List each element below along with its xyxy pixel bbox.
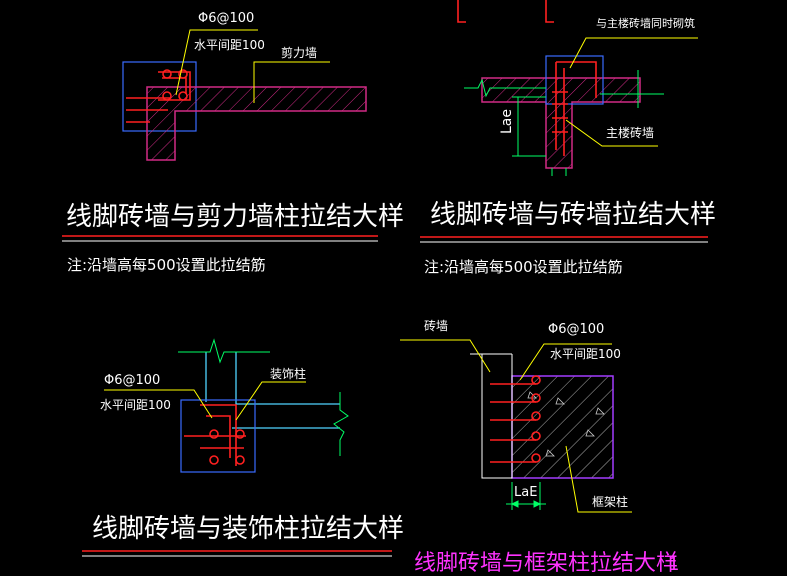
detail-title: 线脚砖墙与剪力墙柱拉结大样 — [66, 202, 404, 232]
shear-wall-section — [146, 86, 367, 161]
detail-title: 线脚砖墙与框架柱拉结大样 — [414, 551, 678, 576]
hook-rebar-icon — [126, 69, 191, 123]
column-outline — [545, 55, 604, 105]
dimension-arrow-icon — [506, 482, 546, 510]
wall-leader — [253, 61, 330, 103]
dim-label: LaE — [514, 485, 537, 500]
hook-rebar-icon — [490, 375, 541, 463]
spacing-label: 水平间距100 — [550, 347, 621, 361]
rebar-leader — [519, 343, 612, 381]
detail-note: 注:沿墙高每500设置此拉结筋 — [424, 258, 623, 276]
column-outline — [180, 399, 256, 473]
detail-index: 1 — [668, 554, 679, 575]
rebar-spec: Φ6@100 — [548, 322, 604, 337]
break-line-icon — [178, 338, 349, 456]
detail-decor-column: Φ6@100 水平间距100 装饰柱 线脚砖墙与装饰柱拉结大样 — [82, 338, 404, 557]
rebar-leader — [104, 389, 213, 419]
hook-rebar-icon — [184, 404, 246, 466]
brick-label: 砖墙 — [424, 318, 448, 333]
detail-title: 线脚砖墙与装饰柱拉结大样 — [92, 514, 404, 544]
hook-rebar-icon — [552, 61, 597, 156]
detail-frame-column: 砖墙 Φ6@100 水平间距100 LaE 框架柱 线脚砖墙与框架柱拉结大样 1 — [400, 318, 679, 576]
rebar-spec: Φ6@100 — [104, 373, 160, 388]
frame-label: 框架柱 — [592, 494, 628, 509]
pour-leader — [569, 37, 698, 69]
detail-title: 线脚砖墙与砖墙拉结大样 — [430, 200, 716, 230]
column-leader — [235, 381, 306, 421]
brick-wall-section — [481, 77, 641, 169]
spacing-label: 水平间距100 — [194, 38, 265, 52]
detail-shear-wall: Φ6@100 水平间距100 剪力墙 线脚砖墙与剪力墙柱拉结大样 注:沿墙高每5… — [62, 11, 404, 274]
brick-leader — [400, 339, 491, 373]
frame-column-section — [511, 375, 614, 479]
main-wall-label: 主楼砖墙 — [606, 125, 654, 140]
rebar-spec: Φ6@100 — [198, 11, 254, 26]
pour-label: 与主楼砖墙同时砌筑 — [596, 16, 695, 30]
column-label: 装饰柱 — [270, 366, 306, 381]
break-line-icon — [464, 70, 664, 176]
frame-leader — [565, 445, 632, 513]
rebar-leader — [175, 29, 258, 96]
spacing-label: 水平间距100 — [100, 398, 171, 412]
top-rebar-hooks — [457, 0, 554, 23]
detail-brick-wall: Lae 与主楼砖墙同时砌筑 主楼砖墙 线脚砖墙与砖墙拉结大样 注:沿墙高每500… — [420, 0, 716, 276]
detail-note: 注:沿墙高每500设置此拉结筋 — [67, 256, 266, 274]
dim-label: Lae — [499, 109, 515, 134]
dimension-arrow-icon — [512, 96, 546, 157]
wall-label: 剪力墙 — [281, 45, 317, 60]
trim-outline — [205, 352, 340, 429]
main-wall-leader — [565, 119, 658, 147]
brick-wall-section — [470, 353, 513, 479]
